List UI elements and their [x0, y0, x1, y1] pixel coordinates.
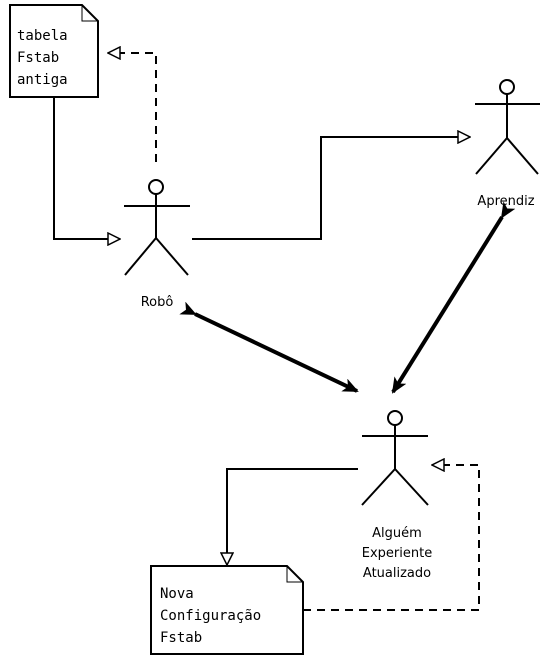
note-old-fstab: tabela Fstab antiga	[9, 4, 99, 98]
actor-expert-right-leg	[394, 468, 429, 506]
connector-robot-to-apprentice	[192, 137, 470, 240]
note-new-fstab-line-3: Fstab	[160, 630, 202, 646]
actor-robot-left-leg	[124, 237, 157, 276]
actor-robot-head	[148, 179, 164, 195]
connector-robot-expert-bidirectional	[179, 301, 359, 393]
note-old-fstab-line-1: tabela	[17, 28, 68, 44]
connector-expert-to-new-fstab	[227, 468, 358, 565]
note-new-fstab: Nova Configuração Fstab	[150, 565, 304, 655]
actor-robot-label: Robô	[141, 295, 174, 310]
actor-apprentice-label: Aprendiz	[477, 194, 534, 209]
actor-robot-right-leg	[155, 237, 189, 276]
note-new-fstab-line-1: Nova	[160, 586, 194, 602]
note-old-fstab-line-3: antiga	[17, 72, 68, 88]
connector-robot-to-old-fstab	[108, 53, 157, 162]
actor-expert	[361, 410, 429, 506]
actor-expert-label-line-1: Alguém	[372, 526, 422, 541]
actor-apprentice	[475, 79, 540, 175]
actor-apprentice-head	[499, 79, 515, 95]
actor-apprentice-left-leg	[475, 137, 508, 175]
actor-expert-label-line-2: Experiente	[362, 546, 432, 561]
connector-new-fstab-to-expert	[303, 465, 480, 611]
connector-apprentice-expert-bidirectional	[391, 201, 516, 394]
note-old-fstab-line-2: Fstab	[17, 50, 59, 66]
connector-old-fstab-to-robot	[53, 97, 120, 239]
actor-apprentice-right-leg	[506, 137, 539, 175]
actor-expert-left-leg	[361, 468, 396, 506]
note-new-fstab-line-2: Configuração	[160, 608, 261, 624]
actor-robot	[124, 179, 190, 276]
actor-expert-label-line-3: Atualizado	[363, 566, 431, 581]
actor-expert-head	[387, 410, 403, 426]
